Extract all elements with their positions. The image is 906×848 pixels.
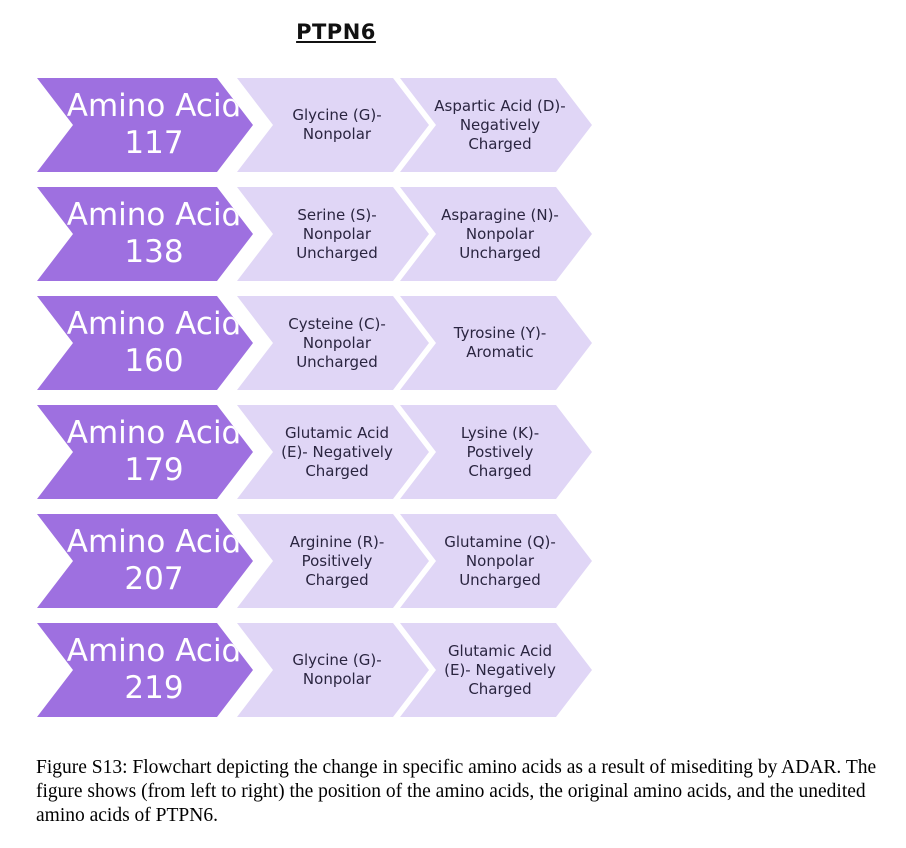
position-label: Amino Acid 160 [66,306,242,379]
position-label: Amino Acid 117 [66,88,242,161]
original-amino-acid-label: Arginine (R)- Positively Charged [289,532,385,589]
original-amino-acid-label: Glycine (G)- Nonpolar [292,651,382,688]
position-label: Amino Acid 138 [66,197,242,270]
original-amino-acid-chevron: Glycine (G)- Nonpolar [237,623,429,717]
position-label: Amino Acid 207 [66,524,242,597]
unedited-amino-acid-label: Glutamic Acid (E)- Negatively Charged [444,641,556,698]
original-amino-acid-chevron: Glycine (G)- Nonpolar [237,78,429,172]
position-chevron: Amino Acid 219 [37,623,253,717]
diagram-title: PTPN6 [296,20,376,44]
position-chevron: Amino Acid 207 [37,514,253,608]
original-amino-acid-label: Serine (S)- Nonpolar Uncharged [296,205,378,262]
figure-caption: Figure S13: Flowchart depicting the chan… [36,757,877,826]
original-amino-acid-chevron: Serine (S)- Nonpolar Uncharged [237,187,429,281]
unedited-amino-acid-label: Glutamine (Q)- Nonpolar Uncharged [444,532,556,589]
unedited-amino-acid-chevron: Aspartic Acid (D)- Negatively Charged [400,78,592,172]
position-chevron: Amino Acid 138 [37,187,253,281]
position-chevron: Amino Acid 179 [37,405,253,499]
position-chevron: Amino Acid 160 [37,296,253,390]
original-amino-acid-label: Glycine (G)- Nonpolar [292,106,382,143]
unedited-amino-acid-chevron: Tyrosine (Y)- Aromatic [400,296,592,390]
original-amino-acid-label: Cysteine (C)- Nonpolar Uncharged [288,314,386,371]
original-amino-acid-chevron: Glutamic Acid (E)- Negatively Charged [237,405,429,499]
unedited-amino-acid-label: Asparagine (N)- Nonpolar Uncharged [441,205,559,262]
position-label: Amino Acid 219 [66,633,242,706]
unedited-amino-acid-label: Lysine (K)- Postively Charged [460,423,540,480]
position-label: Amino Acid 179 [66,415,242,488]
unedited-amino-acid-label: Aspartic Acid (D)- Negatively Charged [434,96,566,153]
unedited-amino-acid-label: Tyrosine (Y)- Aromatic [453,324,547,361]
original-amino-acid-label: Glutamic Acid (E)- Negatively Charged [281,423,393,480]
original-amino-acid-chevron: Cysteine (C)- Nonpolar Uncharged [237,296,429,390]
position-chevron: Amino Acid 117 [37,78,253,172]
original-amino-acid-chevron: Arginine (R)- Positively Charged [237,514,429,608]
